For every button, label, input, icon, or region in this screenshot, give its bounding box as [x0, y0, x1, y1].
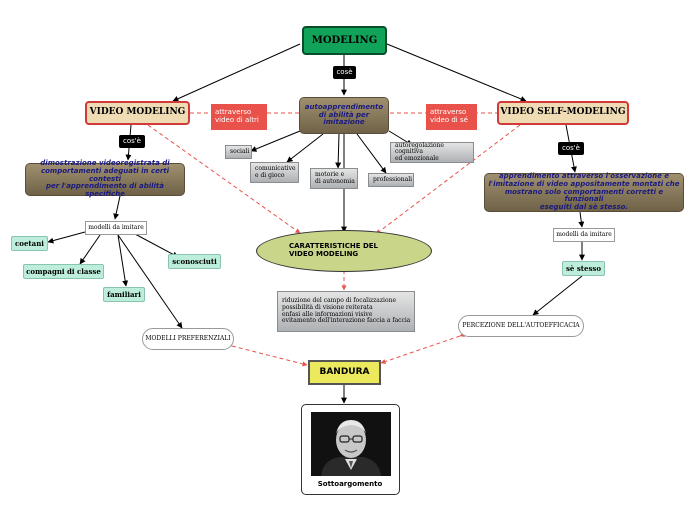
cose-left-label: cos'è	[119, 135, 145, 148]
dashed-selfmodeling-caratteristiche	[375, 124, 521, 235]
edge-modeling-videomodeling	[172, 43, 301, 102]
portrait-photo	[311, 412, 391, 476]
sociali-node[interactable]: sociali	[225, 145, 252, 159]
modelli-da-imitare-left[interactable]: modelli da imitare	[85, 221, 147, 235]
attraverso-altri-label: attraverso video di altri	[211, 104, 267, 130]
professionali-node[interactable]: professionali	[368, 173, 414, 187]
edge-modelli-coetani	[47, 231, 86, 244]
compagni-di-classe-node[interactable]: compagni di classe	[23, 264, 104, 279]
caratteristiche-node[interactable]: CARATTERISTICHE DEL VIDEO MODELING	[256, 230, 432, 272]
edge-auto-comunicative	[286, 133, 324, 163]
edge-auto-motorie	[335, 133, 342, 169]
dashed-preferenziali-bandura	[227, 342, 308, 367]
autoregolazione-node[interactable]: autoregolazione cognitiva ed emozionale	[390, 142, 474, 163]
sottoargomento-label: Sottoargomento	[317, 480, 383, 489]
cose-top-label: cosè	[333, 66, 356, 79]
edge-modelli-preferenziali	[117, 234, 183, 329]
comunicative-node[interactable]: comunicative e di gioco	[250, 162, 299, 183]
motorie-node[interactable]: motorie e di autonomia	[310, 168, 358, 189]
bandura-node[interactable]: BANDURA	[308, 360, 381, 385]
sottoargomento-card[interactable]: Sottoargomento	[301, 404, 400, 495]
coetani-node[interactable]: coetani	[11, 236, 48, 251]
dimostrazione-node[interactable]: dimostrazione videoregistrata di comport…	[25, 159, 185, 198]
edge-auto-sociali	[250, 130, 301, 152]
sconosciuti-node[interactable]: sconosciuti	[168, 254, 221, 269]
edge-sestesso-percezione	[532, 275, 583, 316]
dashed-videomodeling-caratteristiche	[147, 124, 301, 234]
modelli-preferenziali-node[interactable]: MODELLI PREFERENZIALI	[142, 328, 234, 350]
edge-modelli-familiari	[117, 234, 129, 287]
edge-modelli-compagni	[79, 234, 101, 265]
apprendimento-osservazione-node[interactable]: apprendimento attraverso l'osservazione …	[484, 172, 684, 212]
video-self-modeling-node[interactable]: VIDEO SELF-MODELING	[497, 101, 629, 125]
percezione-autoefficacia-node[interactable]: PERCEZIONE DELL'AUTOEFFICACIA	[458, 315, 584, 337]
edge-modeling-selfmodeling	[386, 43, 527, 102]
edge-apprendimento-modelli	[578, 211, 585, 228]
familiari-node[interactable]: familiari	[103, 287, 145, 302]
dashed-percezione-bandura	[380, 332, 466, 364]
modeling-node[interactable]: MODELING	[302, 26, 387, 55]
cose-right-label: cos'è	[558, 142, 584, 155]
attraverso-se-label: attraverso video di sé	[426, 104, 477, 130]
autoapprendimento-node[interactable]: autoapprendimento di abilità per imitazi…	[299, 97, 389, 134]
riduzione-node[interactable]: riduzione del campo di focalizzazione po…	[277, 291, 415, 332]
edge-modelli-sconosciuti	[134, 233, 179, 258]
video-modeling-node[interactable]: VIDEO MODELING	[85, 101, 190, 125]
se-stesso-node[interactable]: sè stesso	[562, 261, 605, 276]
edge-dimostrazione-modelli	[113, 195, 121, 220]
edge-auto-professionali	[356, 133, 387, 174]
modelli-da-imitare-right[interactable]: modelli da imitare	[553, 228, 615, 242]
